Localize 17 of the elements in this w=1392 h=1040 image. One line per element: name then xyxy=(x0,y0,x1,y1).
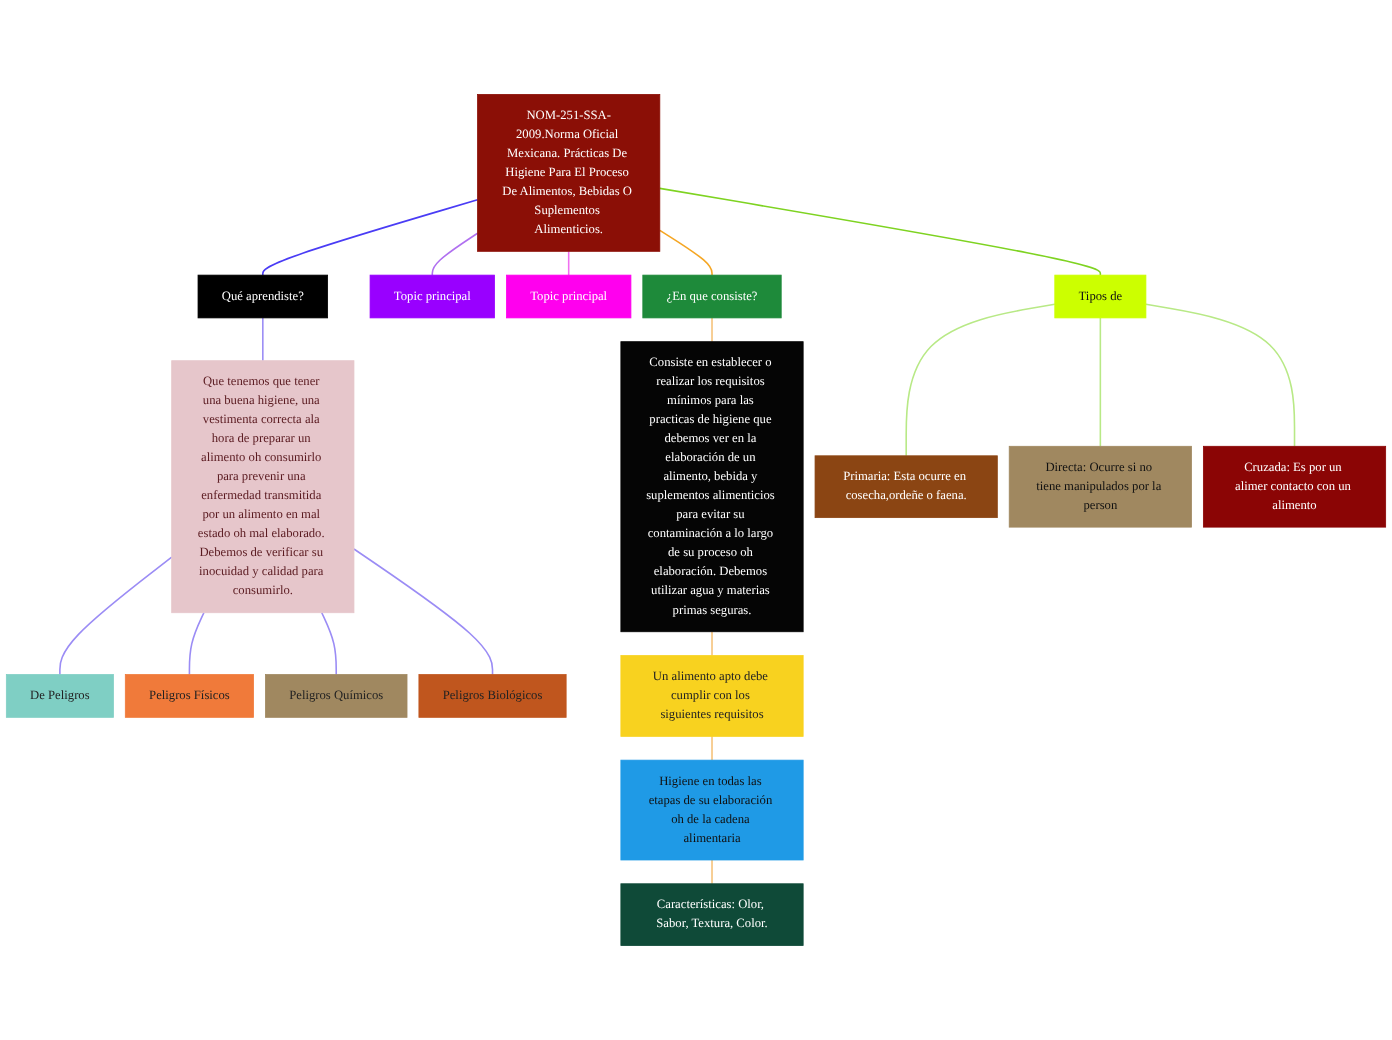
connector xyxy=(905,303,1056,457)
connector xyxy=(188,611,205,676)
connector xyxy=(711,859,713,885)
connector xyxy=(262,317,264,362)
connector xyxy=(711,630,713,657)
connector xyxy=(1099,317,1102,448)
connector xyxy=(659,187,1102,276)
connector xyxy=(262,199,479,276)
connector xyxy=(711,317,713,343)
connector xyxy=(431,232,479,276)
connector xyxy=(353,548,494,676)
connector xyxy=(567,250,570,276)
connector xyxy=(659,229,713,276)
connector xyxy=(711,735,713,761)
connector xyxy=(59,556,173,676)
connector xyxy=(1145,303,1296,448)
connector xyxy=(320,611,337,676)
